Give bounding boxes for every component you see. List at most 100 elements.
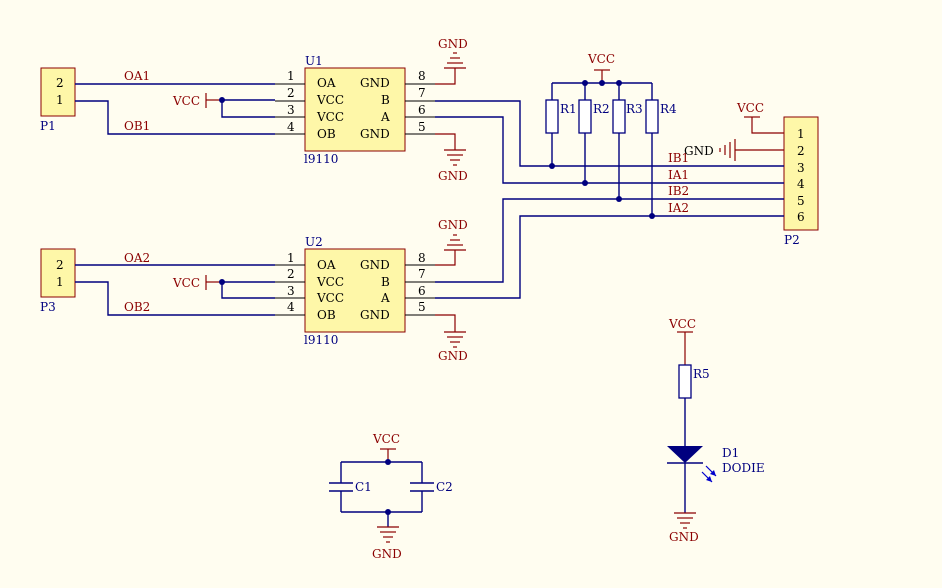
u2-chip[interactable]: U2 l9110 OA VCC VCC OB GND B A GND 1 2 3… bbox=[287, 235, 426, 347]
c1-capacitor[interactable] bbox=[329, 482, 353, 492]
d1-led[interactable] bbox=[667, 446, 717, 483]
r4-resistor[interactable] bbox=[645, 99, 659, 134]
u1-pin-number: 4 bbox=[287, 120, 295, 134]
u2-pin-b-label: B bbox=[381, 275, 390, 289]
gnd-label: GND bbox=[438, 218, 468, 232]
net-label-ib1: IB1 bbox=[668, 151, 689, 165]
net-label-ob1: OB1 bbox=[124, 119, 150, 133]
p2-pin-number: 6 bbox=[797, 210, 805, 224]
u1-gnd-bottom bbox=[435, 133, 466, 166]
p2-pin-number: 3 bbox=[797, 161, 805, 175]
r5-resistor[interactable] bbox=[678, 364, 692, 399]
net-label-ia2: IA2 bbox=[668, 201, 689, 215]
d1-part: DODIE bbox=[722, 461, 765, 475]
u2-pin-number: 3 bbox=[287, 284, 295, 298]
p2-pin-number: 5 bbox=[797, 194, 805, 208]
p2-pin-number: 1 bbox=[797, 127, 805, 141]
c1-designator: C1 bbox=[355, 480, 372, 494]
u1-pin-gnd-label: GND bbox=[360, 127, 390, 141]
p3-connector[interactable]: 2 1 P3 bbox=[40, 248, 76, 314]
u1-designator: U1 bbox=[305, 54, 323, 68]
net-label-oa1: OA1 bbox=[124, 69, 150, 83]
net-label-ia1: IA1 bbox=[668, 168, 689, 182]
u1-pin-oa-label: OA bbox=[317, 76, 336, 90]
u1-gnd-top bbox=[435, 52, 466, 85]
u1-vcc-wiring bbox=[205, 93, 275, 118]
net-label-ib2: IB2 bbox=[668, 184, 689, 198]
u1-pin-vcc-label: VCC bbox=[316, 110, 344, 124]
c2-capacitor[interactable] bbox=[410, 482, 434, 492]
p1-connector[interactable]: 2 1 P1 bbox=[40, 67, 76, 133]
u2-pin-vcc-label: VCC bbox=[316, 275, 344, 289]
c2-designator: C2 bbox=[436, 480, 453, 494]
gnd-label: GND bbox=[372, 547, 402, 561]
u1-part: l9110 bbox=[304, 152, 338, 166]
u2-pin-number: 6 bbox=[418, 284, 426, 298]
vcc-label: VCC bbox=[668, 317, 696, 331]
vcc-label: VCC bbox=[172, 94, 200, 108]
u1-pin-ob-label: OB bbox=[317, 127, 336, 141]
led-circuit bbox=[674, 331, 696, 529]
gnd-label: GND bbox=[438, 349, 468, 363]
p1-pin-number: 1 bbox=[56, 93, 64, 107]
u2-pin-gnd-label: GND bbox=[360, 258, 390, 272]
u2-pin-a-label: A bbox=[380, 291, 390, 305]
p2-pin-number: 2 bbox=[797, 144, 805, 158]
u2-pin-vcc-label: VCC bbox=[316, 291, 344, 305]
u1-pin-number: 1 bbox=[287, 69, 295, 83]
u1-pin-number: 2 bbox=[287, 86, 295, 100]
r4-designator: R4 bbox=[660, 102, 677, 116]
u2-pin-number: 7 bbox=[418, 267, 426, 281]
u2-pin-number: 2 bbox=[287, 267, 295, 281]
u1-pin-number: 6 bbox=[418, 103, 426, 117]
p2-power bbox=[719, 116, 784, 161]
gnd-label: GND bbox=[438, 37, 468, 51]
u2-pin-number: 8 bbox=[418, 251, 426, 265]
u1-chip[interactable]: U1 l9110 OA VCC VCC OB GND B A GND 1 2 3… bbox=[287, 54, 426, 166]
u1-pin-b-label: B bbox=[381, 93, 390, 107]
u2-gnd-top bbox=[435, 234, 466, 266]
u2-pin-number: 5 bbox=[418, 300, 426, 314]
vcc-label: VCC bbox=[172, 276, 200, 290]
gnd-label: GND bbox=[438, 169, 468, 183]
p1-designator: P1 bbox=[40, 119, 56, 133]
p2-connector[interactable]: 1 2 3 4 5 6 P2 bbox=[783, 116, 819, 247]
net-label-oa2: OA2 bbox=[124, 251, 150, 265]
u1-pin-number: 7 bbox=[418, 86, 426, 100]
r1-designator: R1 bbox=[560, 102, 577, 116]
u2-gnd-bottom bbox=[435, 314, 466, 348]
u1-pin-number: 3 bbox=[287, 103, 295, 117]
u1-pin-gnd-label: GND bbox=[360, 76, 390, 90]
p3-pin-number: 2 bbox=[56, 258, 64, 272]
u2-vcc-wiring bbox=[205, 275, 275, 299]
p3-designator: P3 bbox=[40, 300, 56, 314]
r5-designator: R5 bbox=[693, 367, 710, 381]
u1-pin-number: 8 bbox=[418, 69, 426, 83]
u2-pins bbox=[275, 264, 435, 316]
u1-pins bbox=[275, 83, 435, 135]
p2-designator: P2 bbox=[784, 233, 800, 247]
r3-designator: R3 bbox=[626, 102, 643, 116]
u1-pin-number: 5 bbox=[418, 120, 426, 134]
u1-pin-vcc-label: VCC bbox=[316, 93, 344, 107]
u2-pin-gnd-label: GND bbox=[360, 308, 390, 322]
vcc-label: VCC bbox=[372, 432, 400, 446]
p3-pin-number: 1 bbox=[56, 275, 64, 289]
u1-pin-a-label: A bbox=[380, 110, 390, 124]
d1-designator: D1 bbox=[722, 446, 739, 460]
signal-wires bbox=[435, 100, 784, 299]
p1-pin-number: 2 bbox=[56, 76, 64, 90]
net-label-ob2: OB2 bbox=[124, 300, 150, 314]
r2-designator: R2 bbox=[593, 102, 610, 116]
decoupling-circuit bbox=[340, 448, 423, 543]
r2-resistor[interactable] bbox=[578, 99, 592, 134]
gnd-label: GND bbox=[684, 144, 714, 158]
r1-resistor[interactable] bbox=[545, 99, 559, 134]
motor-output-wires bbox=[75, 83, 275, 316]
vcc-label: VCC bbox=[587, 52, 615, 66]
u2-part: l9110 bbox=[304, 333, 338, 347]
u2-pin-number: 1 bbox=[287, 251, 295, 265]
r3-resistor[interactable] bbox=[612, 99, 626, 134]
pullup-vcc bbox=[551, 69, 653, 100]
